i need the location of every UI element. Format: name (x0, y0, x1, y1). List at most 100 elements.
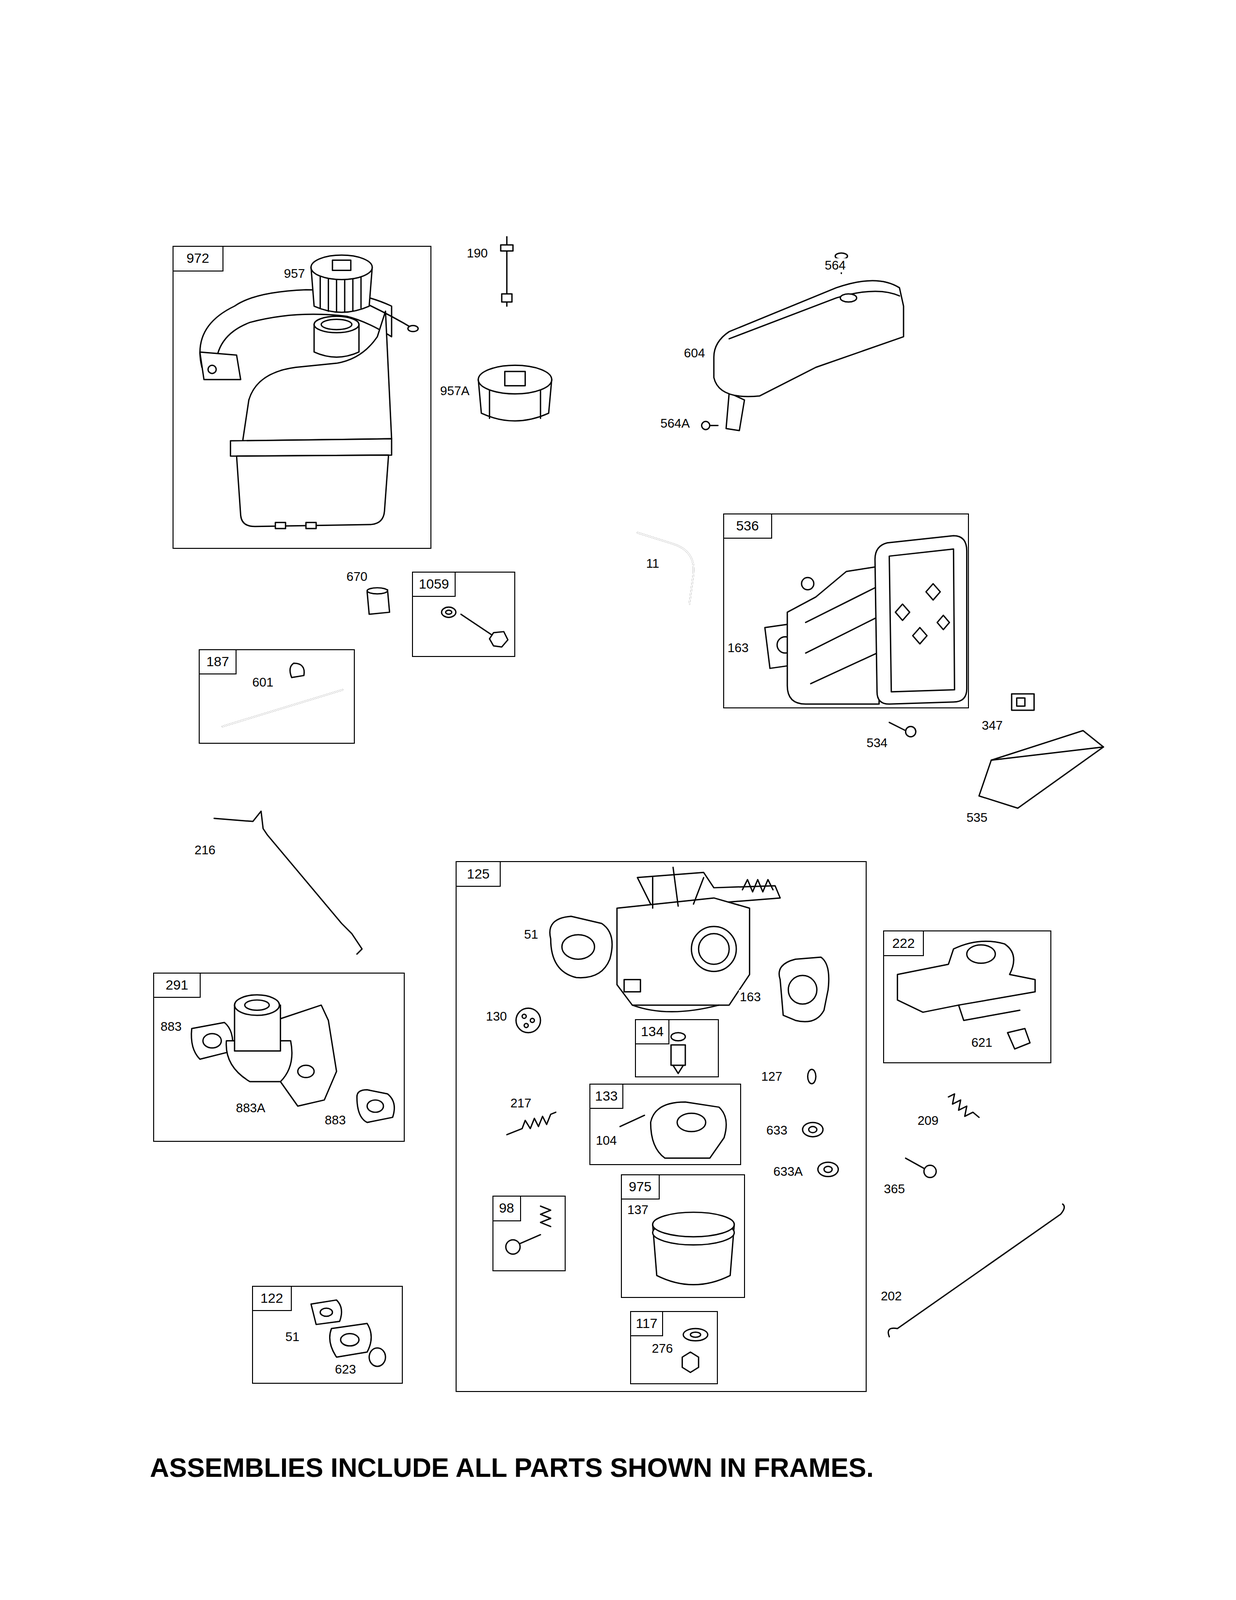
air-cleaner (937, 615, 950, 630)
fuel-cap (335, 275, 338, 313)
cover (713, 280, 904, 397)
callout-number: 535 (965, 809, 989, 824)
frame-tab: 291 (154, 973, 202, 999)
cover (728, 291, 900, 339)
cover (709, 424, 718, 427)
fuel-line (222, 663, 343, 727)
caption: ASSEMBLIES INCLUDE ALL PARTS SHOWN IN FR… (149, 1451, 874, 1483)
vented-cap (504, 371, 525, 386)
vented-cap (489, 387, 491, 419)
callout-number: 957 (283, 266, 306, 281)
callout-number: 216 (193, 842, 217, 857)
bowl-nut (683, 1328, 708, 1341)
fuel-tank (242, 311, 392, 441)
frame-tab: 117 (631, 1311, 664, 1337)
assembly-frame: 98 (492, 1195, 566, 1271)
control-bracket (958, 1004, 1020, 1021)
intake-assembly (234, 994, 280, 1015)
callout-number: 601 (251, 675, 275, 690)
callout-number: 104 (594, 1133, 618, 1148)
clip (1011, 693, 1034, 711)
carburetor (507, 1111, 556, 1135)
assembly-number: 187 (206, 653, 230, 670)
carburetor (778, 956, 829, 1022)
fuel-tank (199, 289, 392, 529)
assembly-frame: 133 104 (589, 1083, 742, 1165)
bolt (905, 1157, 936, 1178)
callout-number: 137 (626, 1202, 650, 1217)
frame-tab: 972 (173, 246, 224, 272)
callout-number: 11 (645, 555, 661, 571)
assembly-frame: 1341331049897513711727612551163130127217… (455, 860, 867, 1392)
fuel-line (289, 663, 304, 678)
needle-valve (673, 1064, 684, 1074)
filter-foam (991, 746, 1104, 761)
fuel-cap (344, 275, 346, 313)
fuel-cap (360, 275, 362, 308)
frame-tab: 122 (253, 1286, 292, 1312)
bolt-washer (445, 610, 452, 615)
carburetor (523, 1023, 528, 1028)
spring (948, 1093, 980, 1117)
callout-number: 163 (726, 640, 750, 655)
fuel-cap (311, 254, 419, 332)
carburetor (652, 867, 704, 908)
carburetor (530, 1017, 535, 1022)
intake-assembly (191, 994, 395, 1123)
vented-cap (478, 364, 552, 421)
assembly-frame: 222 621 (883, 930, 1052, 1063)
callout-number: 202 (879, 1288, 903, 1303)
float (650, 1101, 727, 1158)
cover (701, 421, 711, 430)
screw-spring (540, 1205, 551, 1227)
carburetor (788, 975, 817, 1004)
callout-number: 190 (465, 246, 489, 261)
fuel-tank (199, 351, 241, 380)
callout-number: 51 (522, 927, 539, 942)
fuel-tank (305, 522, 317, 529)
sleeve (366, 587, 390, 615)
float (619, 1114, 645, 1126)
adapter-assembly (329, 1323, 372, 1357)
breather-hose (637, 532, 694, 604)
carburetor (691, 926, 737, 972)
needle-valve (670, 1032, 685, 1074)
assembly-number: 972 (186, 250, 210, 267)
float (677, 1112, 706, 1132)
bowl-nut (682, 1328, 709, 1372)
float (619, 1101, 727, 1158)
cover (701, 253, 904, 431)
callout-number: 633 (765, 1123, 789, 1138)
float-bowl (652, 1211, 735, 1237)
control-bracket (966, 944, 996, 964)
air-cleaner (764, 535, 967, 704)
callout-number: 621 (970, 1035, 994, 1050)
callout-number: 365 (882, 1181, 906, 1196)
callout-number: 670 (345, 569, 369, 584)
assembly-number: 98 (499, 1200, 515, 1216)
adapter-assembly (311, 1299, 386, 1366)
control-bracket (1007, 1028, 1030, 1049)
intake-assembly (366, 1099, 384, 1112)
vented-cap (539, 387, 542, 419)
carburetor (824, 1166, 833, 1173)
callout-number: 604 (682, 346, 706, 361)
intake-assembly (297, 1064, 315, 1078)
fuel-cap (311, 254, 373, 280)
callout-number: 163 (738, 989, 762, 1004)
fuel-cap (366, 303, 413, 329)
assembly-number: 975 (628, 1178, 652, 1195)
callout-number: 883 (159, 1018, 183, 1033)
assembly-number: 222 (892, 935, 916, 951)
sleeve (366, 587, 388, 594)
assembly-frame: 972 957 (172, 245, 432, 549)
carburetor (817, 1161, 839, 1176)
intake-assembly (244, 999, 270, 1011)
carburetor (808, 1125, 817, 1133)
assembly-number: 133 (595, 1088, 618, 1104)
bolt-washer (460, 614, 492, 635)
callout-number: 127 (760, 1069, 783, 1084)
dipstick-bolt (500, 236, 513, 306)
breather-hose (637, 532, 694, 604)
